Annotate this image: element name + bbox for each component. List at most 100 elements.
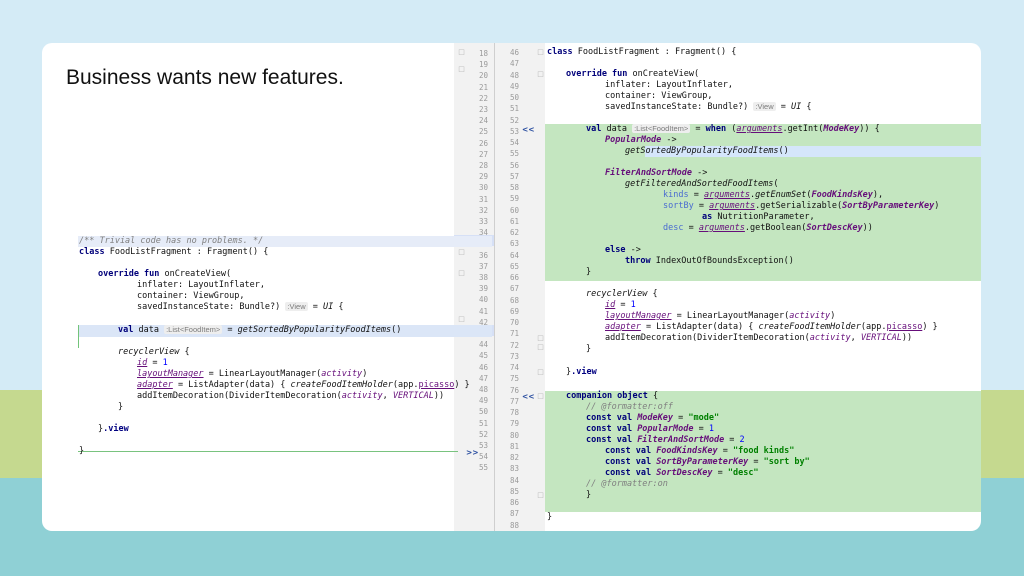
line-number: 50 (509, 93, 519, 102)
code-line: } (547, 512, 553, 522)
accept-arrow-icon[interactable]: << (522, 392, 535, 401)
line-number: 68 (509, 295, 519, 305)
line-number: 77 (509, 396, 519, 406)
line-number: 50 (478, 407, 488, 417)
line-number: 18 (478, 49, 488, 58)
code-line: recyclerView { (118, 347, 190, 357)
line-number: 21 (478, 82, 488, 92)
code-line: addItemDecoration(DividerItemDecoration(… (137, 391, 445, 401)
line-number: 65 (509, 261, 519, 271)
code-line: sortBy = arguments.getSerializable(SortB… (663, 201, 940, 211)
fold-toggle-icon[interactable]: □ (458, 65, 465, 73)
fold-toggle-icon[interactable]: □ (537, 48, 544, 56)
code-line: container: ViewGroup, (605, 91, 713, 101)
code-line: const val PopularMode = 1 (586, 424, 714, 434)
fold-toggle-icon[interactable]: □ (537, 368, 544, 376)
line-number: 59 (509, 194, 519, 204)
code-line: id = 1 (605, 300, 636, 310)
fold-toggle-icon[interactable]: □ (537, 334, 544, 342)
code-line: const val FilterAndSortMode = 2 (586, 435, 745, 445)
line-number: 29 (478, 172, 488, 182)
line-number: 28 (478, 161, 488, 170)
code-line: container: ViewGroup, (137, 291, 245, 301)
line-number: 39 (478, 284, 488, 294)
fold-toggle-icon[interactable]: □ (458, 315, 465, 323)
code-line: }.view (98, 424, 129, 434)
line-number: 72 (509, 340, 519, 350)
code-line: PopularMode -> (605, 135, 677, 145)
right-editor-pane[interactable]: class FoodListFragment : Fragment() { ov… (545, 43, 981, 531)
left-editor-pane[interactable]: /** Trivial code has no problems. */ cla… (78, 235, 502, 465)
type-hint: :View (285, 302, 308, 311)
accept-arrow-icon[interactable]: << (522, 125, 535, 134)
pane-divider[interactable] (494, 43, 495, 531)
line-number: 49 (478, 396, 488, 406)
left-gutter (454, 43, 494, 531)
line-number: 48 (478, 385, 488, 394)
line-number: 31 (478, 194, 488, 204)
line-number: 58 (509, 183, 519, 192)
line-number: 36 (478, 250, 488, 260)
line-number: 54 (478, 452, 488, 462)
line-number: 40 (478, 295, 488, 305)
code-line: // @formatter:on (586, 479, 668, 489)
line-number: 52 (478, 429, 488, 439)
line-number: 34 (478, 228, 488, 238)
fold-toggle-icon[interactable]: □ (537, 392, 544, 400)
type-hint: :List<FoodItem> (164, 325, 223, 334)
line-number: 74 (509, 363, 519, 372)
fold-toggle-icon[interactable]: □ (458, 269, 465, 277)
line-number: 84 (509, 475, 519, 485)
code-line: } (586, 267, 592, 277)
right-gutter (495, 43, 545, 531)
line-number: 48 (509, 70, 519, 80)
code-line: val data :List<FoodItem> = when (argumen… (586, 124, 880, 134)
type-hint: :View (753, 102, 776, 111)
diff-boundary-line (78, 451, 458, 452)
code-line: kinds = arguments.getEnumSet(FoodKindsKe… (663, 190, 884, 200)
code-line: override fun onCreateView( (566, 69, 700, 79)
line-number: 76 (509, 385, 519, 395)
fold-toggle-icon[interactable]: □ (458, 48, 465, 56)
code-line: getSortedByPopularityFoodItems() (625, 146, 789, 156)
merge-arrow-icon[interactable]: >> (466, 448, 479, 457)
fold-toggle-icon[interactable]: □ (537, 343, 544, 351)
line-number: 51 (509, 104, 519, 114)
line-number: 51 (478, 418, 488, 428)
line-number: 67 (509, 284, 519, 294)
code-line: throw IndexOutOfBoundsException() (625, 256, 794, 266)
line-number: 70 (509, 318, 519, 327)
line-number: 38 (478, 273, 488, 282)
code-line: adapter = ListAdapter(data) { createFood… (137, 380, 470, 390)
line-number: 45 (478, 351, 488, 361)
line-number: 87 (509, 509, 519, 519)
diff-line-unchanged (645, 146, 981, 157)
line-number: 60 (509, 205, 519, 215)
code-line: } (79, 446, 85, 456)
line-number: 26 (478, 138, 488, 148)
fold-toggle-icon[interactable]: □ (458, 248, 465, 256)
code-line: class FoodListFragment : Fragment() { (547, 47, 737, 57)
line-number: 47 (509, 59, 519, 69)
line-number: 53 (509, 126, 519, 136)
line-number: 57 (509, 171, 519, 181)
fold-toggle-icon[interactable]: □ (537, 70, 544, 78)
code-line: inflater: LayoutInflater, (605, 80, 733, 90)
code-line: } (586, 490, 592, 500)
line-number: 20 (478, 71, 488, 81)
fold-toggle-icon[interactable]: □ (537, 491, 544, 499)
line-number: 69 (509, 306, 519, 316)
code-line: }.view (566, 367, 597, 377)
code-line: adapter = ListAdapter(data) { createFood… (605, 322, 938, 332)
line-number: 46 (478, 362, 488, 372)
code-line: layoutManager = LinearLayoutManager(acti… (137, 369, 368, 379)
code-line: id = 1 (137, 358, 168, 368)
code-line: } (586, 344, 592, 354)
code-line: } (118, 402, 124, 412)
code-line: const val ModeKey = "mode" (586, 413, 720, 423)
code-line: companion object { (566, 391, 659, 401)
code-line: // @formatter:off (586, 402, 673, 412)
diff-region-added (545, 391, 981, 512)
line-number: 49 (509, 81, 519, 91)
